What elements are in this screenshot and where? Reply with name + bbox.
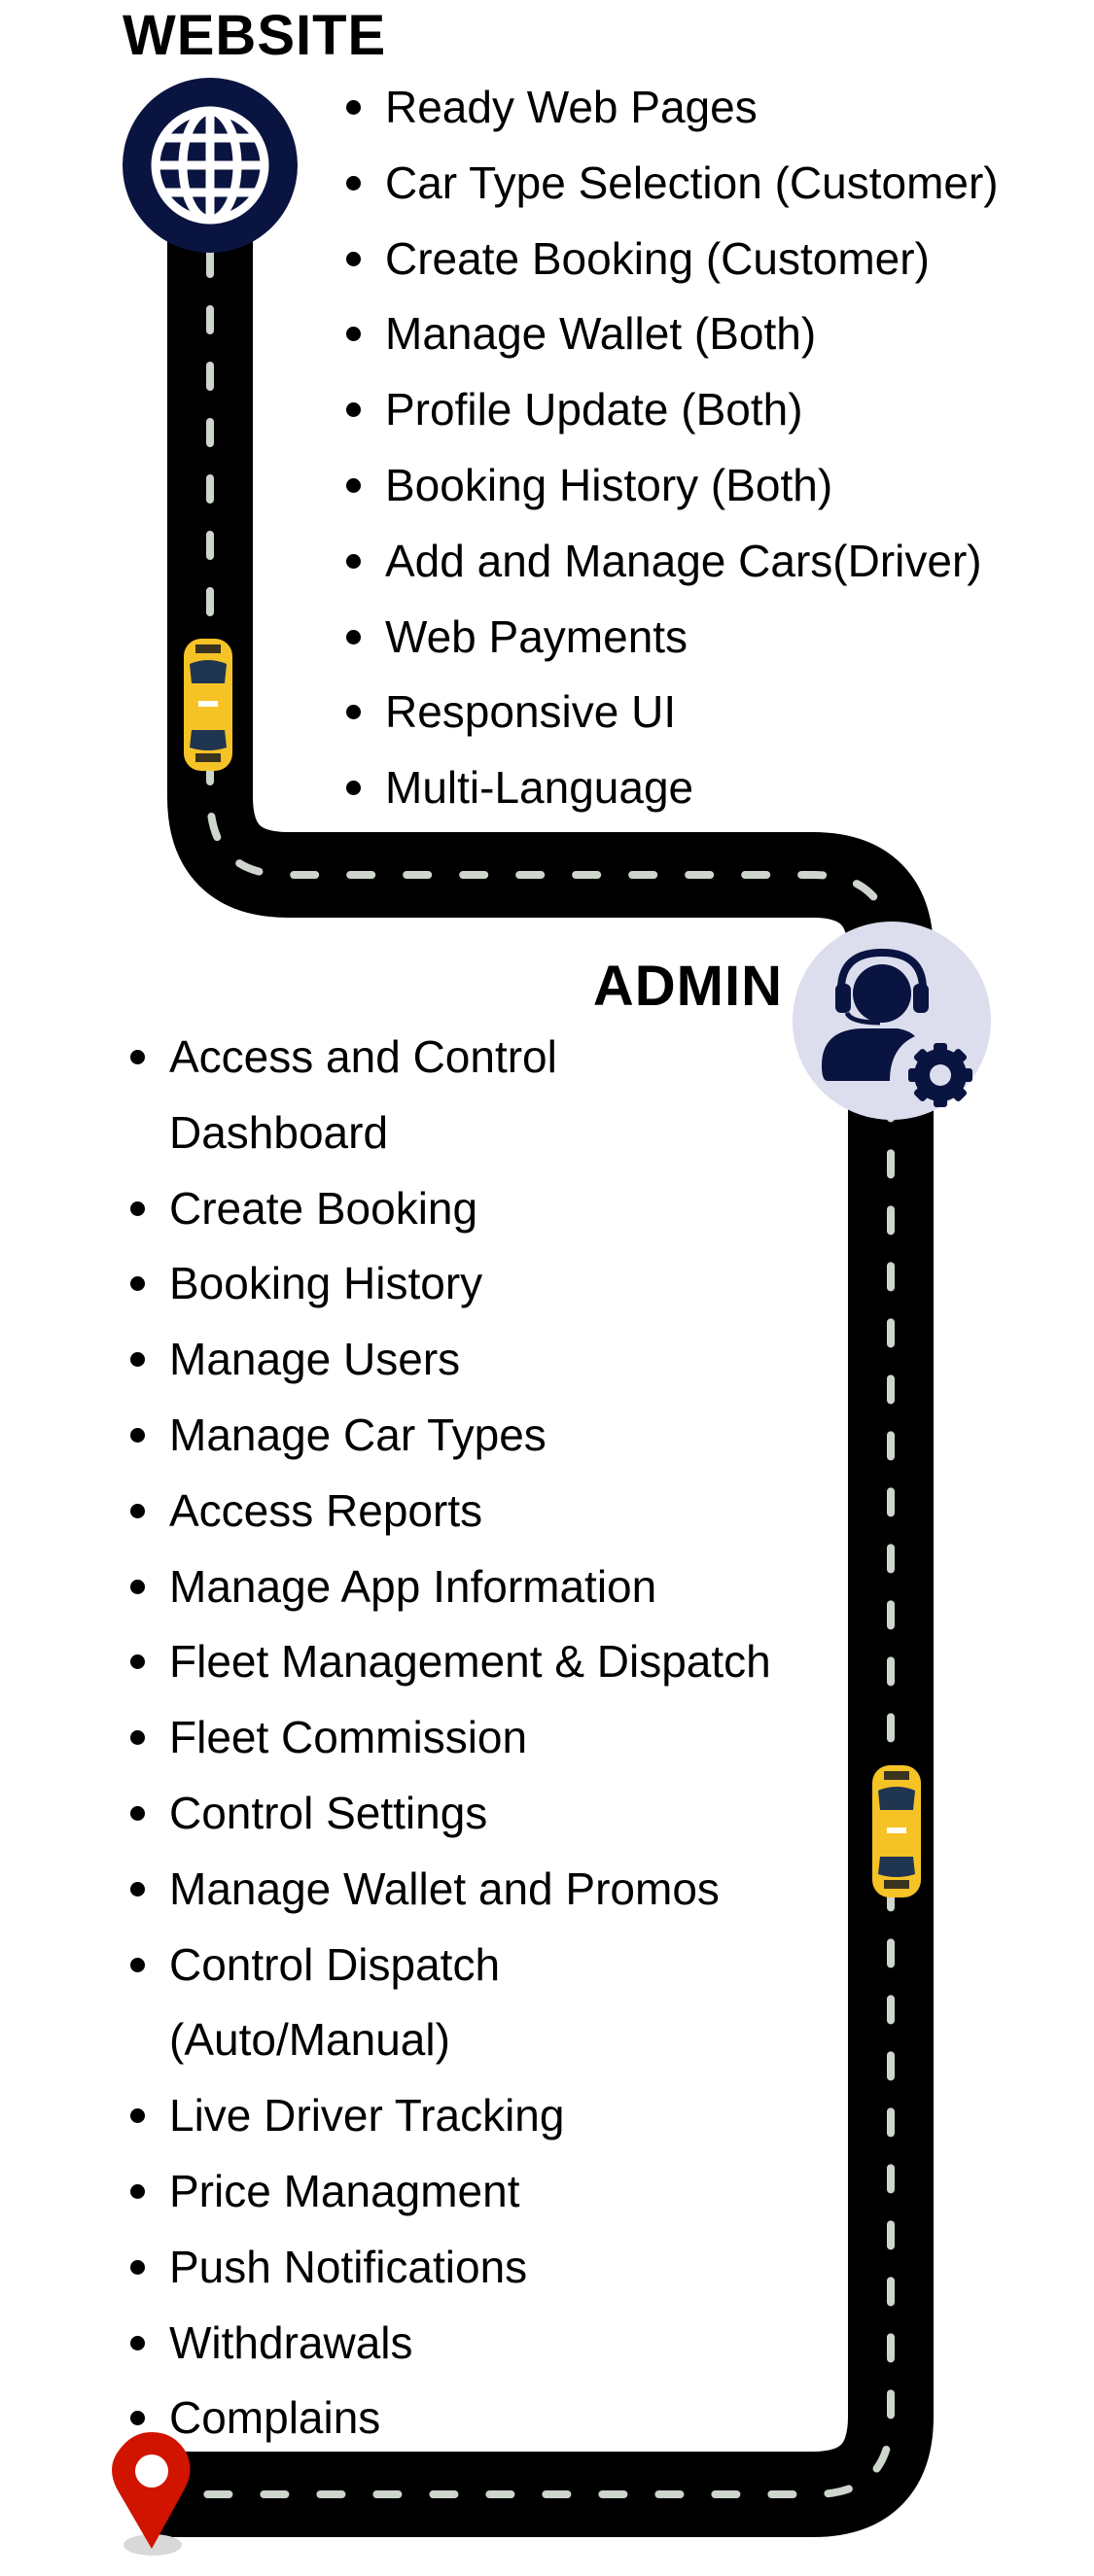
list-item-text: Manage App Information (169, 1560, 657, 1612)
list-item: Control Settings (130, 1776, 771, 1852)
list-item: Manage Wallet (Both) (346, 296, 999, 372)
list-item: Add and Manage Cars(Driver) (346, 524, 999, 600)
lane-dashes (181, 249, 895, 2498)
list-item: Ready Web Pages (346, 70, 999, 146)
list-item: Withdrawals (130, 2306, 771, 2382)
list-item: Create Booking (130, 1171, 771, 1247)
list-item: Fleet Commission (130, 1700, 771, 1776)
list-item: Manage Users (130, 1322, 771, 1398)
list-item: Complains (130, 2381, 771, 2456)
website-title: WEBSITE (123, 4, 387, 67)
list-item: Profile Update (Both) (346, 372, 999, 448)
location-pin-icon (112, 2432, 191, 2556)
list-item-text: Web Payments (385, 610, 688, 662)
list-item: Push Notifications (130, 2230, 771, 2306)
list-item-text: Ready Web Pages (385, 82, 758, 132)
list-item: Fleet Management & Dispatch (130, 1624, 771, 1700)
list-item-text: Access Reports (169, 1484, 483, 1536)
list-item-text: Push Notifications (169, 2241, 528, 2292)
list-item-text: Manage Wallet (Both) (385, 308, 817, 360)
list-item-text: Manage Wallet and Promos (169, 1862, 720, 1914)
taxi-icon (184, 639, 232, 771)
list-item: Car Type Selection (Customer) (346, 146, 999, 222)
list-item: Price Managment (130, 2154, 771, 2230)
admin-title: ADMIN (592, 955, 783, 1018)
list-item-text: Complains (169, 2392, 381, 2444)
support-agent-gear-icon (793, 922, 991, 1120)
list-item-text: Car Type Selection (Customer) (385, 157, 999, 208)
list-item-text: Booking History (169, 1258, 483, 1309)
list-item: Create Booking (Customer) (346, 222, 999, 297)
list-item-text: Withdrawals (169, 2316, 413, 2368)
list-item-text: Fleet Management & Dispatch (169, 1636, 771, 1688)
list-item: Manage App Information (130, 1549, 771, 1625)
list-item-text: Access and Control (169, 1031, 557, 1082)
list-item-text: Create Booking (Customer) (385, 232, 930, 284)
list-item-text: (Auto/Manual) (169, 2014, 450, 2066)
list-item-text: Control Dispatch (169, 1938, 501, 1990)
list-item-text: Manage Car Types (169, 1409, 547, 1460)
list-item: Web Payments (346, 600, 999, 676)
list-item-text: Create Booking (169, 1182, 478, 1234)
list-item: Live Driver Tracking (130, 2078, 771, 2154)
list-item-text: Dashboard (169, 1106, 389, 1158)
list-item-text: Profile Update (Both) (385, 384, 803, 435)
list-item-text: Price Managment (169, 2165, 520, 2216)
list-item: Control Dispatch (Auto/Manual) (130, 1928, 771, 2079)
list-item: Responsive UI (346, 675, 999, 750)
list-item: Manage Wallet and Promos (130, 1852, 771, 1928)
list-item-text: Multi-Language (385, 762, 694, 814)
list-item: Access Reports (130, 1474, 771, 1549)
taxi-icon (872, 1765, 921, 1897)
list-item: Multi-Language (346, 750, 999, 826)
list-item-text: Control Settings (169, 1787, 488, 1838)
list-item-text: Manage Users (169, 1334, 461, 1385)
list-item-text: Responsive UI (385, 686, 677, 738)
list-item: Manage Car Types (130, 1398, 771, 1474)
list-item: Booking History (Both) (346, 448, 999, 524)
globe-icon (123, 78, 298, 253)
list-item-text: Live Driver Tracking (169, 2090, 565, 2141)
list-item-text: Add and Manage Cars(Driver) (385, 535, 982, 586)
list-item-text: Booking History (Both) (385, 459, 833, 510)
list-item-text: Fleet Commission (169, 1712, 528, 1763)
list-item: Booking History (130, 1246, 771, 1322)
